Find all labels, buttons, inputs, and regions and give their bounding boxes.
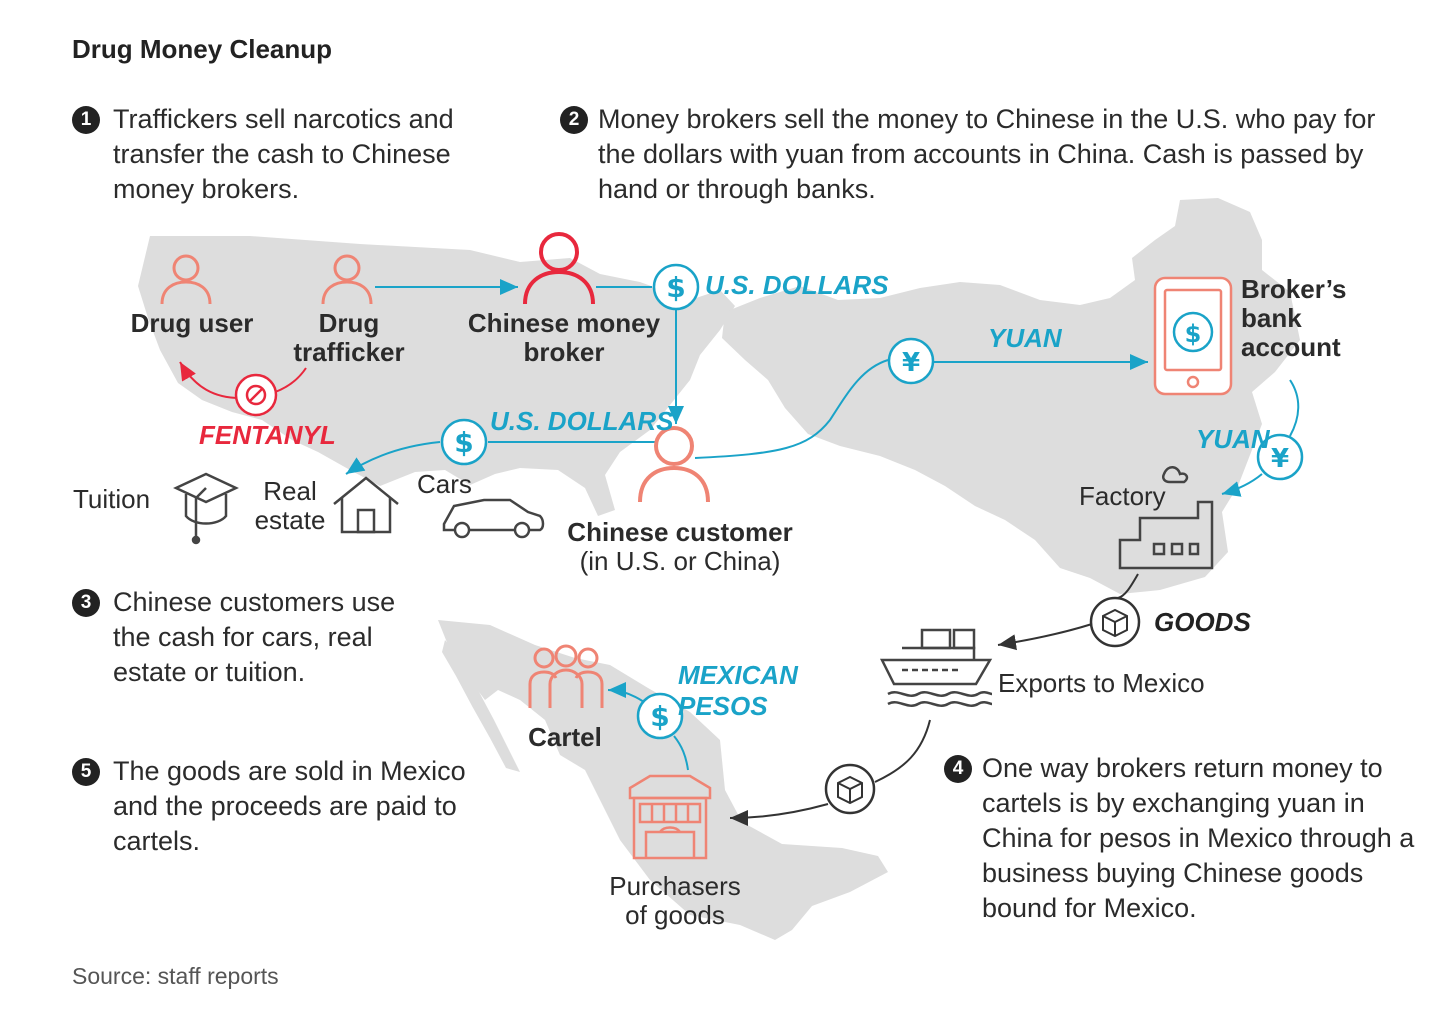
- arrow-purchasers-to-pesos: [673, 735, 689, 771]
- svg-text:$: $: [650, 700, 669, 733]
- purchasers-label: Purchasers of goods: [609, 871, 741, 930]
- step-number: 3: [72, 589, 100, 617]
- drug-trafficker-label: Drug trafficker: [293, 308, 405, 367]
- factory-icon: [1118, 466, 1214, 570]
- person-icon: [638, 426, 710, 503]
- house-icon: [333, 476, 399, 534]
- car-icon: [442, 498, 545, 539]
- drug-user-label: Drug user: [130, 308, 254, 338]
- baja-map-shape: [442, 640, 520, 772]
- arrow-dollars-to-purchases: [345, 441, 441, 475]
- arrow-customer-to-yuan: [694, 359, 889, 459]
- diagram-title: Drug Money Cleanup: [72, 34, 333, 64]
- flow-label-yuan: YUAN: [988, 323, 1062, 353]
- phone-icon: $: [1153, 276, 1233, 396]
- arrow-goods-to-ship: [997, 623, 1093, 651]
- tuition-label: Tuition: [73, 484, 151, 514]
- ship-icon: [879, 628, 993, 707]
- group-icon: [528, 644, 604, 708]
- arrow-pesos-to-cartel: [607, 682, 645, 703]
- svg-text:$: $: [1185, 320, 1202, 348]
- arrow-yuan-to-factory: [1221, 473, 1263, 497]
- brokers-bank-label: Broker’s bank account: [1241, 274, 1347, 362]
- exports-label: Exports to Mexico: [998, 668, 1205, 698]
- svg-text:¥: ¥: [1271, 444, 1289, 474]
- factory-label: Factory: [1079, 481, 1166, 511]
- flow-label-usd: U.S. DOLLARS: [705, 270, 889, 300]
- step-3-text: Chinese customers use the cash for cars,…: [113, 587, 396, 687]
- box-icon: [1089, 596, 1141, 648]
- arrow-box-to-purchasers: [729, 803, 829, 826]
- step-1-text: Traffickers sell narcotics and transfer …: [113, 104, 454, 204]
- person-icon: [523, 232, 595, 305]
- cartel-label: Cartel: [528, 722, 602, 752]
- step-2-text: Money brokers sell the money to Chinese …: [598, 104, 1376, 204]
- graduation-cap-icon: [173, 472, 239, 545]
- usa-map-shape: [138, 236, 735, 516]
- box-icon: [824, 763, 876, 815]
- flow-label-pesos: MEXICAN PESOS: [678, 660, 798, 721]
- prohibited-icon: [234, 373, 278, 417]
- yuan-icon: ¥: [1256, 433, 1304, 481]
- person-icon: [160, 254, 212, 305]
- store-icon: [628, 774, 712, 860]
- step-number: 4: [944, 755, 972, 783]
- dollar-icon: $: [652, 263, 700, 311]
- chinese-customer-note: (in U.S. or China): [579, 546, 781, 576]
- flow-label-yuan: YUAN: [1196, 424, 1270, 454]
- flow-label-goods: GOODS: [1154, 607, 1251, 637]
- cars-label: Cars: [417, 469, 472, 499]
- real-estate-label: Real estate: [254, 476, 326, 535]
- dollar-icon: $: [440, 418, 488, 466]
- step-5-text: The goods are sold in Mexico and the pro…: [113, 756, 466, 856]
- svg-text:¥: ¥: [902, 348, 920, 378]
- step-number: 2: [560, 106, 588, 134]
- svg-text:$: $: [454, 426, 473, 459]
- svg-text:$: $: [666, 271, 685, 304]
- flow-label-fentanyl: FENTANYL: [199, 420, 336, 450]
- step-number: 1: [72, 106, 100, 134]
- flow-label-usd: U.S. DOLLARS: [490, 406, 674, 436]
- step-4-text: One way brokers return money to cartels …: [982, 753, 1415, 923]
- arrow-ship-to-box: [874, 719, 931, 783]
- source-note: Source: staff reports: [72, 963, 279, 989]
- person-icon: [321, 254, 373, 305]
- chinese-broker-label: Chinese money broker: [467, 308, 661, 367]
- step-number: 5: [72, 758, 100, 786]
- chinese-customer-label: Chinese customer: [567, 517, 793, 547]
- arrow-bank-to-yuan: [1289, 379, 1300, 437]
- dollar-icon: $: [636, 692, 684, 740]
- yuan-icon: ¥: [887, 337, 935, 385]
